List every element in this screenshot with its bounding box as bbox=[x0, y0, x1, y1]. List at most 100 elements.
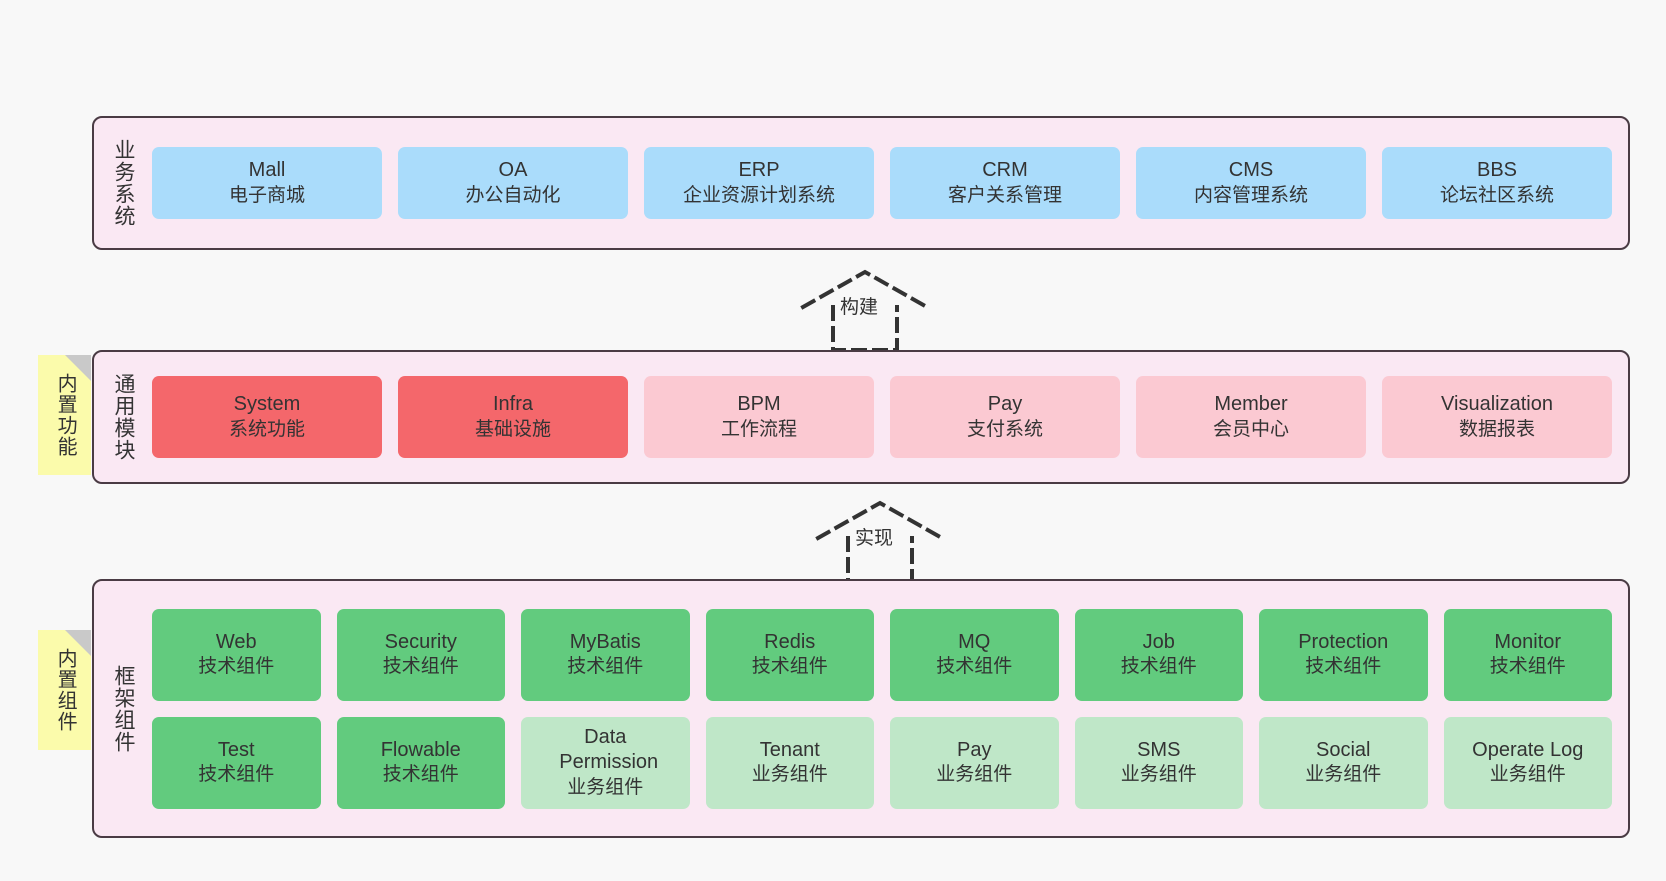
note-tag-builtin-features: 内置功能 bbox=[38, 355, 91, 475]
module-name: Operate Log bbox=[1472, 738, 1584, 761]
module-desc: 工作流程 bbox=[720, 418, 797, 440]
module-desc: 内容管理系统 bbox=[1193, 184, 1308, 206]
card-row: System 系统功能 Infra 基础设施 BPM 工作流程 Pay 支付系统 bbox=[152, 376, 1612, 458]
module-name: ERP bbox=[738, 159, 780, 182]
connector-implement: 实现 bbox=[805, 493, 965, 583]
module-card-social[interactable]: Social 业务组件 bbox=[1259, 716, 1428, 809]
module-desc: 业务组件 bbox=[751, 764, 828, 786]
module-card-pay[interactable]: Pay 支付系统 bbox=[890, 376, 1120, 458]
module-card-member[interactable]: Member 会员中心 bbox=[1136, 376, 1366, 458]
dashed-generalization-arrow-icon bbox=[815, 500, 945, 583]
layer-business-systems: 业务系统 Mall 电子商城 OA 办公自动化 ERP 企业资源计划系统 bbox=[92, 116, 1630, 250]
module-card-crm[interactable]: CRM 客户关系管理 bbox=[890, 147, 1120, 219]
module-card-mall[interactable]: Mall 电子商城 bbox=[152, 147, 382, 219]
module-name: OA bbox=[498, 159, 528, 182]
module-desc: 业务组件 bbox=[1305, 764, 1382, 786]
module-name: Test bbox=[217, 738, 255, 761]
module-name: SMS bbox=[1137, 738, 1181, 761]
module-name: System bbox=[233, 393, 301, 416]
module-card-pay-business[interactable]: Pay 业务组件 bbox=[890, 716, 1059, 809]
module-card-monitor[interactable]: Monitor 技术组件 bbox=[1443, 608, 1612, 701]
module-name: Data Permission bbox=[559, 725, 659, 774]
module-desc: 基础设施 bbox=[474, 418, 551, 440]
module-name: Mall bbox=[248, 159, 286, 182]
module-name: Pay bbox=[957, 738, 992, 761]
module-card-job[interactable]: Job 技术组件 bbox=[1074, 608, 1243, 701]
layer-body-business-systems: Mall 电子商城 OA 办公自动化 ERP 企业资源计划系统 CRM 客户关系… bbox=[152, 118, 1628, 248]
module-desc: 技术组件 bbox=[1120, 656, 1197, 678]
layer-common-modules: 通用模块 System 系统功能 Infra 基础设施 BPM 工作流程 bbox=[92, 350, 1630, 484]
layer-body-common-modules: System 系统功能 Infra 基础设施 BPM 工作流程 Pay 支付系统 bbox=[152, 352, 1628, 482]
layer-label-framework-components: 框架组件 bbox=[112, 664, 136, 753]
module-desc: 技术组件 bbox=[382, 656, 459, 678]
module-card-mq[interactable]: MQ 技术组件 bbox=[890, 608, 1059, 701]
module-name: Social bbox=[1316, 738, 1371, 761]
module-desc: 技术组件 bbox=[1305, 656, 1382, 678]
connector-implement-label: 实现 bbox=[853, 523, 896, 550]
module-card-system[interactable]: System 系统功能 bbox=[152, 376, 382, 458]
module-card-data-permission[interactable]: Data Permission 业务组件 bbox=[521, 716, 690, 809]
module-desc: 业务组件 bbox=[936, 764, 1013, 786]
module-card-web[interactable]: Web 技术组件 bbox=[152, 608, 321, 701]
note-tag-builtin-components: 内置组件 bbox=[38, 630, 91, 750]
layer-label-common-modules: 通用模块 bbox=[112, 373, 136, 461]
module-desc: 技术组件 bbox=[936, 656, 1013, 678]
module-desc: 会员中心 bbox=[1212, 418, 1289, 440]
card-grid-common-modules: System 系统功能 Infra 基础设施 BPM 工作流程 Pay 支付系统 bbox=[152, 376, 1612, 458]
module-desc: 系统功能 bbox=[228, 418, 305, 440]
module-card-flowable[interactable]: Flowable 技术组件 bbox=[336, 716, 505, 809]
module-desc: 技术组件 bbox=[382, 764, 459, 786]
module-name: Pay bbox=[987, 393, 1023, 416]
module-name: Protection bbox=[1298, 630, 1389, 653]
layer-framework-components: 框架组件 Web 技术组件 Security 技术组件 MyBatis 技术组件 bbox=[92, 579, 1630, 838]
module-desc: 企业资源计划系统 bbox=[682, 184, 835, 206]
module-card-security[interactable]: Security 技术组件 bbox=[336, 608, 505, 701]
module-card-bbs[interactable]: BBS 论坛社区系统 bbox=[1382, 147, 1612, 219]
connector-build: 构建 bbox=[790, 262, 950, 352]
layer-label-business-systems: 业务系统 bbox=[112, 139, 136, 227]
module-name: Flowable bbox=[380, 738, 461, 761]
card-grid-business-systems: Mall 电子商城 OA 办公自动化 ERP 企业资源计划系统 CRM 客户关系… bbox=[152, 147, 1612, 219]
module-desc: 客户关系管理 bbox=[947, 184, 1062, 206]
card-row: Web 技术组件 Security 技术组件 MyBatis 技术组件 Redi… bbox=[152, 608, 1612, 701]
card-row: Mall 电子商城 OA 办公自动化 ERP 企业资源计划系统 CRM 客户关系… bbox=[152, 147, 1612, 219]
module-card-redis[interactable]: Redis 技术组件 bbox=[705, 608, 874, 701]
module-card-mybatis[interactable]: MyBatis 技术组件 bbox=[521, 608, 690, 701]
module-card-protection[interactable]: Protection 技术组件 bbox=[1259, 608, 1428, 701]
dashed-generalization-arrow-icon bbox=[800, 269, 930, 352]
module-name: Monitor bbox=[1494, 630, 1562, 653]
module-name: MyBatis bbox=[569, 630, 641, 653]
module-card-oa[interactable]: OA 办公自动化 bbox=[398, 147, 628, 219]
module-desc: 支付系统 bbox=[966, 418, 1043, 440]
note-tag-label: 内置功能 bbox=[54, 373, 77, 457]
module-card-bpm[interactable]: BPM 工作流程 bbox=[644, 376, 874, 458]
module-name: MQ bbox=[958, 630, 991, 653]
module-card-infra[interactable]: Infra 基础设施 bbox=[398, 376, 628, 458]
module-desc: 业务组件 bbox=[1120, 764, 1197, 786]
module-desc: 论坛社区系统 bbox=[1439, 184, 1554, 206]
module-name: Job bbox=[1142, 630, 1175, 653]
module-desc: 技术组件 bbox=[751, 656, 828, 678]
card-row: Test 技术组件 Flowable 技术组件 Data Permission … bbox=[152, 716, 1612, 809]
module-card-sms[interactable]: SMS 业务组件 bbox=[1074, 716, 1243, 809]
module-card-cms[interactable]: CMS 内容管理系统 bbox=[1136, 147, 1366, 219]
module-desc: 技术组件 bbox=[198, 764, 275, 786]
module-card-visualization[interactable]: Visualization 数据报表 bbox=[1382, 376, 1612, 458]
module-desc: 技术组件 bbox=[1489, 656, 1566, 678]
module-name: Security bbox=[384, 630, 457, 653]
module-name: CMS bbox=[1228, 159, 1274, 182]
module-desc: 技术组件 bbox=[198, 656, 275, 678]
module-card-operate-log[interactable]: Operate Log 业务组件 bbox=[1443, 716, 1612, 809]
connector-build-label: 构建 bbox=[838, 292, 881, 319]
module-name: Web bbox=[215, 630, 257, 653]
module-card-test[interactable]: Test 技术组件 bbox=[152, 716, 321, 809]
module-name: BPM bbox=[737, 393, 781, 416]
card-grid-framework-components: Web 技术组件 Security 技术组件 MyBatis 技术组件 Redi… bbox=[152, 608, 1612, 809]
layer-body-framework-components: Web 技术组件 Security 技术组件 MyBatis 技术组件 Redi… bbox=[152, 581, 1628, 836]
module-card-erp[interactable]: ERP 企业资源计划系统 bbox=[644, 147, 874, 219]
note-tag-label: 内置组件 bbox=[54, 648, 77, 732]
module-desc: 技术组件 bbox=[567, 656, 644, 678]
module-card-tenant[interactable]: Tenant 业务组件 bbox=[705, 716, 874, 809]
module-desc: 业务组件 bbox=[1489, 764, 1566, 786]
